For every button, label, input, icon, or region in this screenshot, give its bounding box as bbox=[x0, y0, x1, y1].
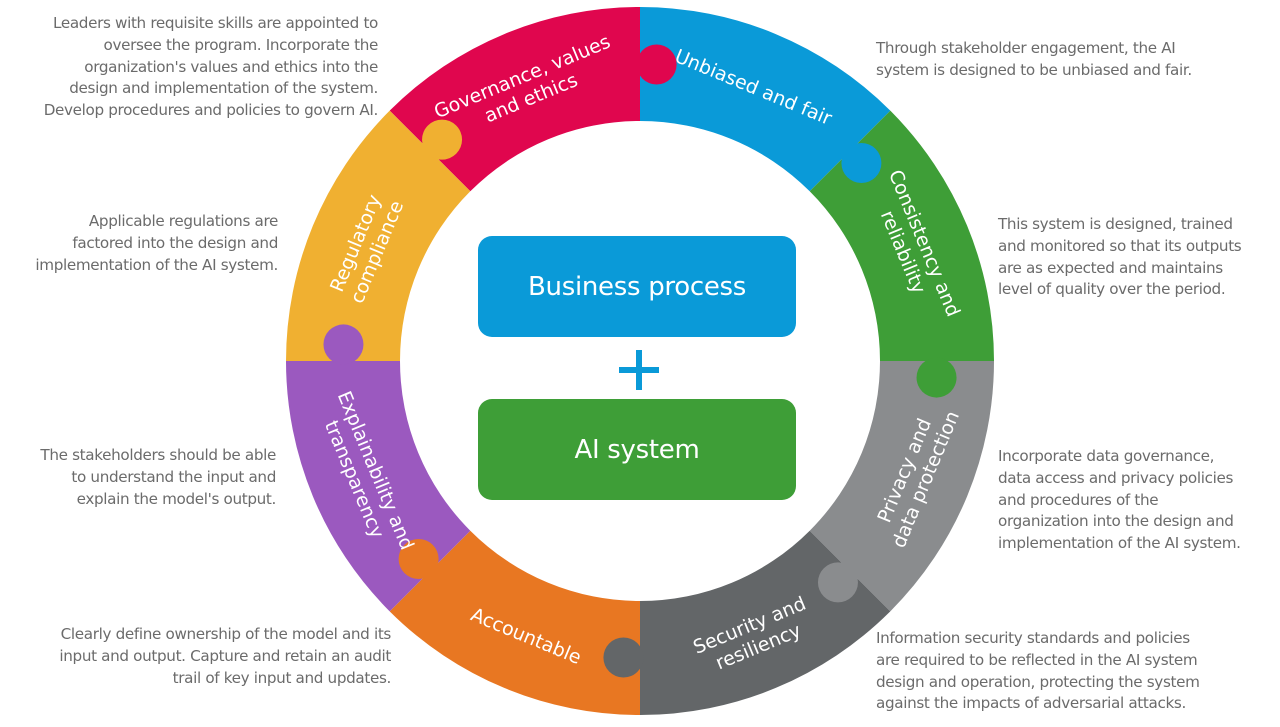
puzzle-knob-consistency bbox=[916, 357, 957, 398]
description-security: Information security standards and polic… bbox=[876, 629, 1200, 713]
segment-privacy bbox=[809, 361, 994, 612]
segment-unbiased bbox=[640, 7, 891, 192]
ai-system-label: AI system bbox=[574, 434, 700, 465]
puzzle-knob-security bbox=[603, 637, 644, 678]
business-process-box: Business process bbox=[478, 236, 796, 337]
segment-regulatory bbox=[286, 110, 471, 361]
puzzle-knob-privacy bbox=[817, 562, 858, 603]
puzzle-knob-unbiased bbox=[841, 143, 882, 184]
description-explainability: The stakeholders should be able to under… bbox=[40, 446, 276, 508]
segment-accountable bbox=[389, 530, 640, 715]
plus-icon-vertical bbox=[636, 350, 642, 390]
business-process-label: Business process bbox=[527, 271, 747, 302]
description-accountable: Clearly define ownership of the model an… bbox=[59, 625, 391, 687]
puzzle-knob-explainability bbox=[323, 324, 364, 365]
plus-icon bbox=[619, 350, 659, 390]
description-consistency: This system is designed, trained and mon… bbox=[998, 215, 1242, 299]
description-governance: Leaders with requisite skills are appoin… bbox=[43, 14, 379, 120]
puzzle-knob-accountable bbox=[398, 538, 439, 579]
ai-system-box: AI system bbox=[478, 399, 796, 500]
description-privacy: Incorporate data governance, data access… bbox=[998, 447, 1241, 553]
description-unbiased: Through stakeholder engagement, the AI s… bbox=[876, 39, 1192, 79]
puzzle-knob-regulatory bbox=[422, 119, 463, 160]
description-regulatory: Applicable regulations are factored into… bbox=[35, 212, 278, 274]
puzzle-knob-governance bbox=[636, 44, 677, 85]
